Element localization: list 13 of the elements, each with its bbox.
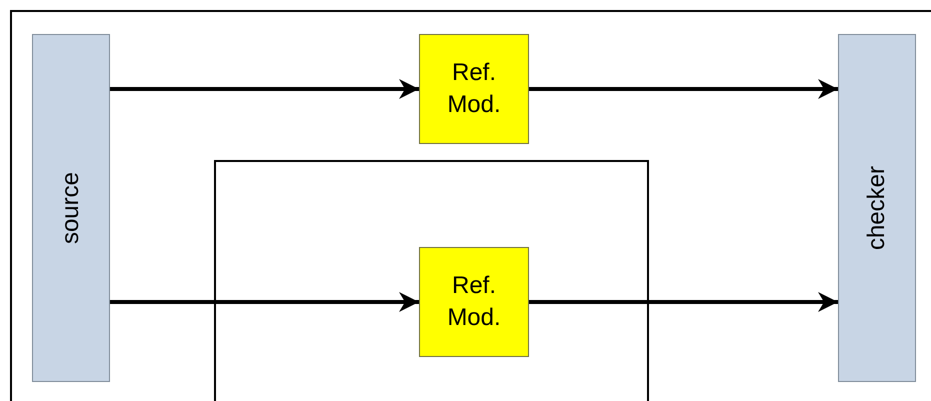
box-label: Ref. Mod. — [446, 58, 502, 120]
arrow — [529, 292, 838, 312]
process-box — [838, 34, 916, 382]
container-outline — [214, 160, 649, 401]
box-label: source — [56, 172, 85, 244]
model-box — [419, 34, 529, 144]
arrow — [529, 79, 838, 99]
model-box — [419, 247, 529, 357]
arrow — [110, 292, 419, 312]
arrow — [110, 79, 419, 99]
box-label: checker — [862, 166, 891, 250]
box-label: Ref. Mod. — [446, 270, 502, 333]
process-box — [32, 34, 110, 382]
